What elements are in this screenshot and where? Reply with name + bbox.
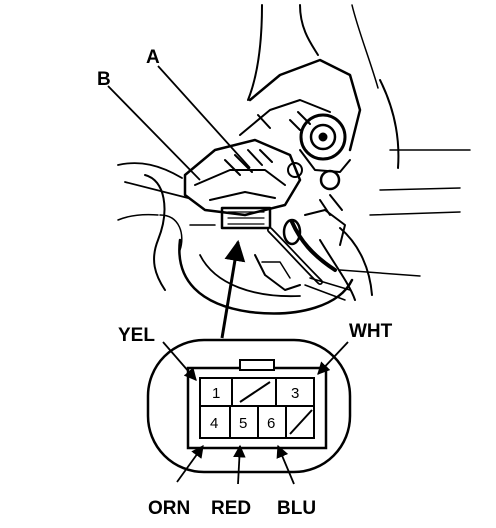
pin-4-label: 4	[210, 415, 218, 432]
pin-5-label: 5	[239, 415, 247, 432]
leader-orn	[176, 444, 204, 483]
connector-lock-tab	[239, 359, 275, 371]
callout-leaders	[107, 65, 251, 181]
locator-arrow	[220, 239, 246, 339]
cavity-4	[199, 405, 231, 439]
callout-b-label: B	[97, 69, 111, 90]
pin-3-label: 3	[291, 385, 299, 402]
wire-orn-label: ORN	[148, 498, 190, 519]
cavity-5	[229, 405, 259, 439]
cavity-2-empty-slash	[239, 381, 271, 403]
leader-yel	[162, 341, 197, 381]
callout-a-label: A	[146, 47, 160, 68]
pin-6-label: 6	[267, 415, 275, 432]
wire-yel-label: YEL	[118, 325, 155, 346]
leader-a	[157, 65, 251, 169]
leader-blu	[276, 444, 295, 485]
cavity-7-empty-slash	[289, 409, 313, 435]
pin-1-label: 1	[212, 385, 220, 402]
leader-wht	[317, 341, 349, 375]
wire-blu-label: BLU	[277, 498, 316, 519]
wire-red-label: RED	[211, 498, 251, 519]
wire-leaders	[162, 341, 349, 485]
connector-detail: 1 3 4 5 6	[146, 338, 352, 474]
leader-b	[107, 85, 201, 181]
leader-red	[233, 444, 246, 485]
wire-wht-label: WHT	[349, 321, 393, 342]
steering-column-drawing	[117, 4, 471, 315]
